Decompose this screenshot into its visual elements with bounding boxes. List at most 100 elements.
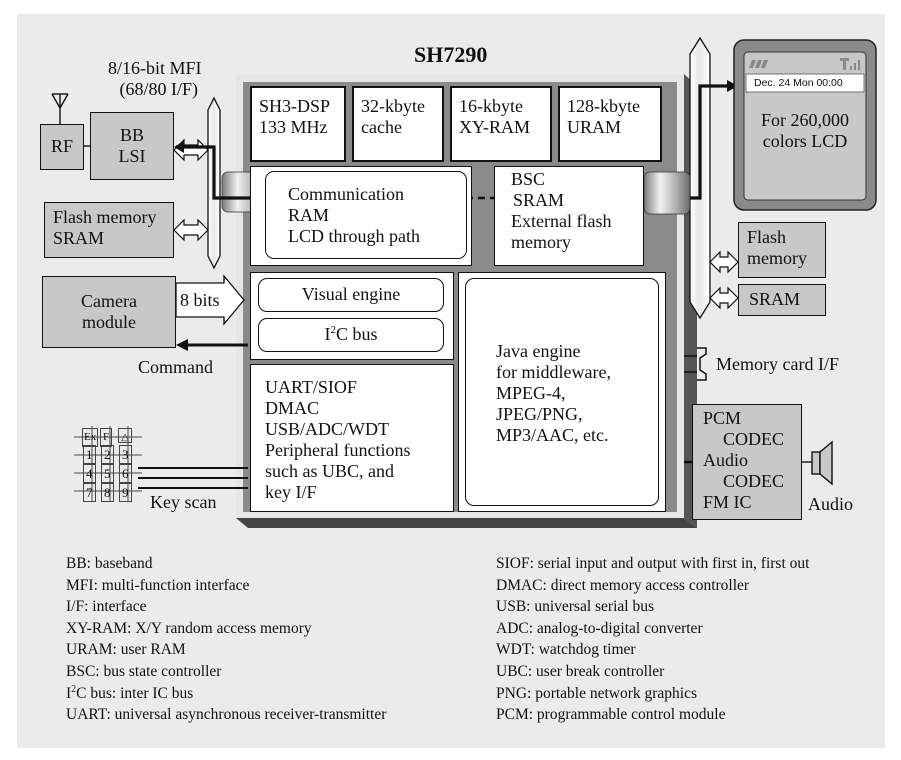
periph-line-6: key I/F: [265, 482, 317, 502]
rf-block: RF: [40, 124, 84, 170]
legend-i2c-text: C bus: inter IC bus: [76, 684, 194, 702]
audio-line-2: CODEC: [723, 429, 785, 449]
key-scan-label: Key scan: [150, 492, 217, 512]
chip-title: SH7290: [414, 42, 488, 67]
java-line-1: Java engine: [496, 341, 581, 361]
legend-i2c-sup: 2: [71, 683, 77, 695]
camera-bus-arrow: [175, 274, 245, 326]
key-f: F: [100, 428, 113, 447]
sram-right-arrow: [709, 286, 739, 310]
flash-right-arrow: [709, 250, 739, 274]
legend-png: PNG: portable network graphics: [496, 684, 698, 702]
legend-bb: BB: baseband: [66, 555, 153, 572]
periph-line-2: DMAC: [265, 398, 320, 418]
eight-bits-label: 8 bits: [180, 290, 220, 310]
phone-lcd-text: For 260,000 colors LCD: [754, 110, 856, 152]
legend-right: SIOF: serial input and output with first…: [496, 553, 809, 726]
periph-line-3: USB/ADC/WDT: [265, 419, 390, 439]
i2c-suffix: C bus: [335, 324, 378, 344]
legend-usb: USB: universal serial bus: [496, 598, 654, 616]
java-block: Java engine for middleware, MPEG-4, JPEG…: [458, 272, 666, 512]
visual-engine-label: Visual engine: [301, 284, 401, 304]
legend-pcm: PCM: programmable control module: [496, 706, 726, 724]
comm-line-2: RAM: [288, 205, 330, 225]
cpu-block: SH3-DSP 133 MHz: [250, 86, 346, 162]
periph-line-1: UART/SIOF: [265, 377, 357, 397]
key-2: 2: [101, 445, 114, 464]
audio-block: PCM CODEC Audio CODEC FM IC: [692, 404, 802, 520]
audio-line-5: FM IC: [703, 492, 752, 512]
visual-i2c-block: Visual engine I2C bus: [250, 272, 454, 360]
key-8: 8: [101, 483, 114, 502]
phone-lcd-line-1: For 260,000: [760, 110, 849, 130]
speaker-icon: [811, 440, 833, 486]
antenna-icon: [51, 93, 69, 124]
periph-block: UART/SIOF DMAC USB/ADC/WDT Peripheral fu…: [250, 364, 454, 512]
i2c-bus: I2C bus: [258, 318, 444, 352]
flash-right-line-1: Flash: [747, 227, 787, 247]
audio-line-3: Audio: [703, 450, 748, 470]
legend-xyram: XY-RAM: X/Y random access memory: [66, 619, 312, 637]
camera-line-2: module: [82, 312, 136, 332]
mfi-line-1: 8/16-bit MFI: [108, 58, 202, 78]
xyram-line-1: 16-kbyte: [459, 96, 523, 116]
comm-inner: Communication RAM LCD through path: [265, 171, 467, 259]
audio-line-4: CODEC: [723, 471, 785, 491]
audio-line-1: PCM: [703, 408, 742, 428]
keypad: Ex F △ 1 2 3 4 5 6 7 8 9: [80, 426, 134, 502]
bsc-line-1: BSC: [511, 169, 546, 189]
sram-right-block: SRAM: [738, 284, 826, 316]
key-9: 9: [119, 483, 132, 502]
legend-mfi: MFI: multi-function interface: [66, 576, 250, 594]
key-4: 4: [83, 464, 96, 483]
flash-left-block: Flash memory SRAM: [44, 202, 174, 258]
uram-line-2: URAM: [567, 117, 622, 137]
flash-left-line-1: Flash memory: [53, 207, 157, 227]
legend-adc: ADC: analog-to-digital converter: [496, 619, 703, 637]
key-7: 7: [83, 483, 96, 502]
key-6: 6: [119, 464, 132, 483]
legend-i2c-prefix: I: [66, 684, 72, 702]
right-cylinder: [643, 171, 691, 215]
key-edit-icon: △: [118, 428, 132, 443]
legend-uram: URAM: user RAM: [66, 641, 186, 659]
java-line-4: JPEG/PNG,: [496, 404, 583, 424]
comm-line-3: LCD through path: [288, 226, 420, 246]
comm-block: Communication RAM LCD through path: [250, 166, 472, 266]
uram-line-1: 128-kbyte: [567, 96, 640, 116]
bsc-line-2: SRAM: [513, 190, 565, 210]
bb-line-2: LSI: [118, 146, 146, 166]
i2c-prefix: I: [324, 324, 331, 344]
key-ex: Ex: [82, 428, 99, 447]
camera-line-1: Camera: [81, 291, 137, 311]
legend-if: I/F: interface: [66, 598, 147, 616]
memory-card-icon: [684, 347, 707, 381]
i2c-sup: 2: [330, 324, 336, 336]
bb-line-1: BB: [119, 125, 144, 145]
periph-line-4: Peripheral functions: [265, 440, 411, 460]
bsc-line-3: External flash: [511, 211, 612, 231]
key-3: 3: [119, 445, 132, 464]
cache-line-1: 32-kbyte: [361, 96, 425, 116]
flash-right-line-2: memory: [747, 248, 807, 268]
bsc-line-4: memory: [511, 232, 571, 252]
signal-icon: [840, 58, 860, 70]
phone-lcd-line-2: colors LCD: [762, 131, 848, 151]
flash-right-block: Flash memory: [738, 222, 826, 278]
uram-block: 128-kbyte URAM: [558, 86, 662, 162]
lcd-through-path: [176, 145, 266, 200]
camera-block: Camera module: [42, 276, 176, 348]
cpu-line-2: 133 MHz: [259, 117, 328, 137]
legend-dmac: DMAC: direct memory access controller: [496, 576, 750, 594]
mfi-line-2: (68/80 I/F): [119, 79, 199, 99]
java-line-2: for middleware,: [496, 362, 611, 382]
java-line-5: MP3/AAC, etc.: [496, 425, 609, 445]
legend-i2c: I2C bus: inter IC bus: [66, 683, 386, 705]
legend-left: BB: baseband MFI: multi-function interfa…: [66, 553, 386, 726]
periph-line-5: such as UBC, and: [265, 461, 394, 481]
legend-ubc: UBC: user break controller: [496, 662, 665, 680]
cache-block: 32-kbyte cache: [352, 86, 444, 162]
memcard-label: Memory card I/F: [716, 354, 839, 374]
battery-icon: [749, 60, 768, 68]
flash-left-line-2: SRAM: [53, 228, 105, 248]
